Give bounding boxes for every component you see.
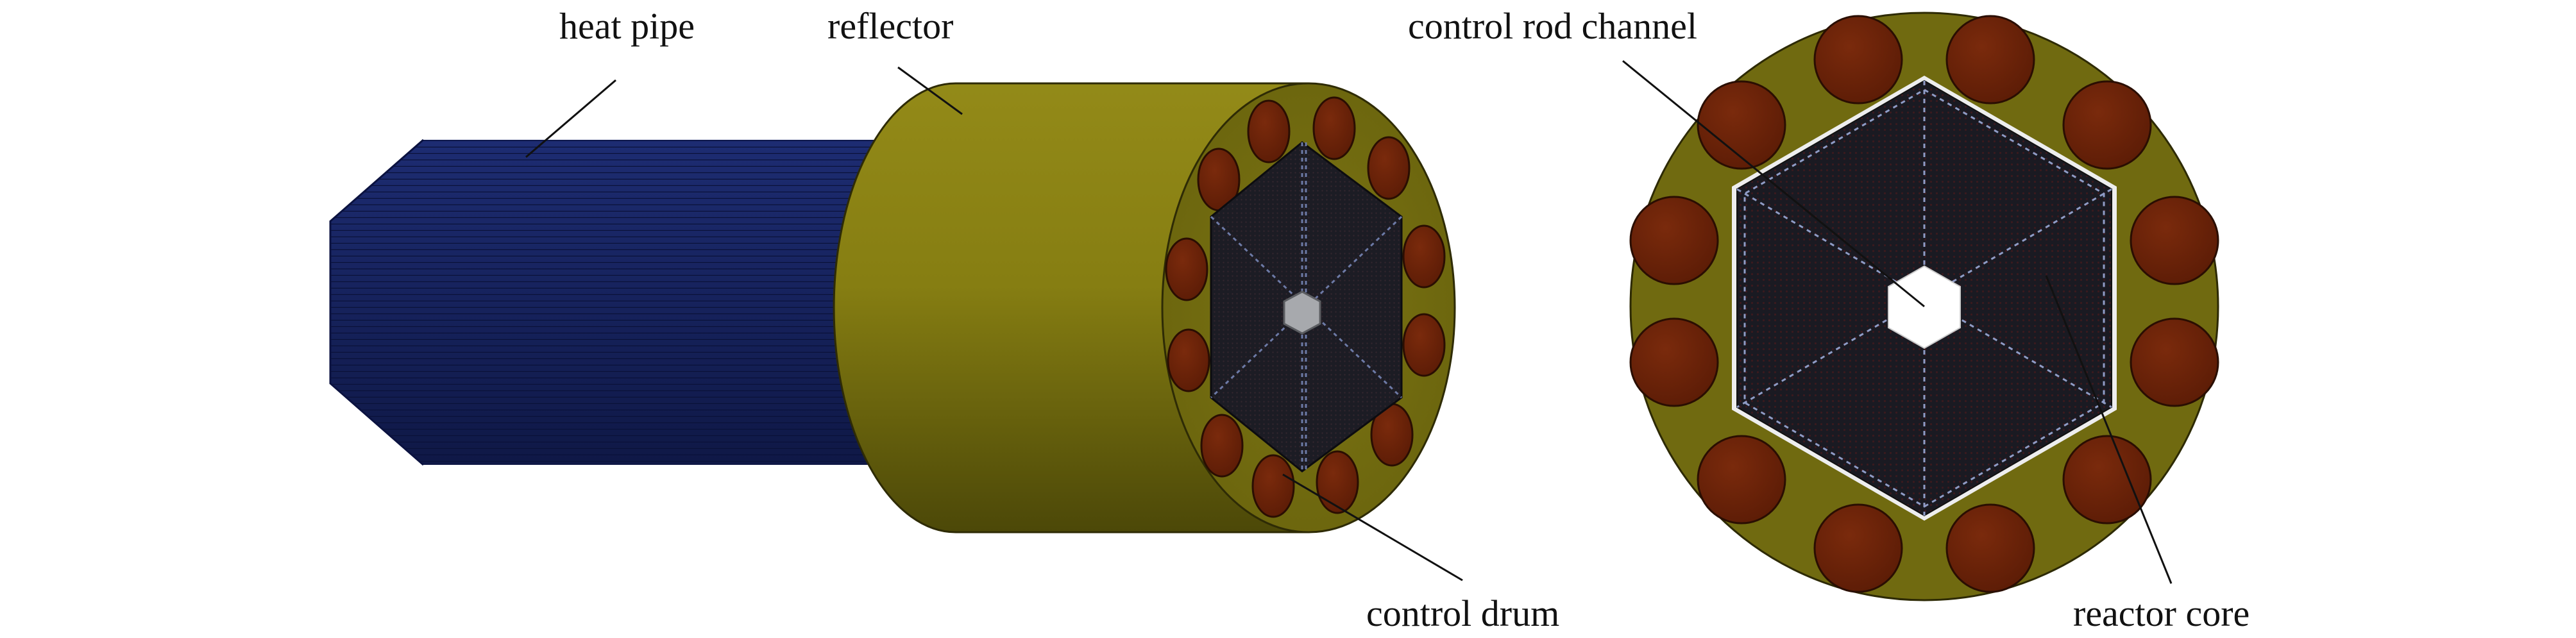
control-drum-3d bbox=[1200, 414, 1244, 478]
control-drum bbox=[1945, 15, 2035, 105]
control-drum-3d bbox=[1312, 96, 1356, 160]
control-drum-3d bbox=[1251, 454, 1295, 518]
control-drum bbox=[1629, 196, 1719, 285]
control-drum bbox=[1945, 503, 2035, 593]
heat-pipe-label: heat pipe bbox=[559, 5, 695, 47]
control-drum bbox=[1629, 317, 1719, 407]
control-drums-section bbox=[1629, 15, 2219, 593]
control-drum-3d bbox=[1167, 328, 1210, 392]
reactor-core-label: reactor core bbox=[2073, 592, 2250, 634]
control-rod-channel-leader bbox=[1622, 60, 1925, 308]
reflector-label: reflector bbox=[827, 5, 954, 47]
control-drum bbox=[1697, 435, 1786, 525]
heat-pipe-leader bbox=[525, 79, 616, 158]
control-drum-label: control drum bbox=[1366, 592, 1560, 634]
control-drum bbox=[2062, 80, 2152, 170]
control-drum bbox=[2130, 196, 2219, 285]
reactor-core-section bbox=[1732, 76, 2117, 521]
control-drum bbox=[2062, 435, 2152, 525]
control-rod-channel-3d bbox=[1283, 290, 1321, 335]
leader-lines bbox=[525, 60, 2173, 584]
control-drum bbox=[2130, 317, 2219, 407]
control-drum-3d bbox=[1402, 313, 1446, 377]
reactor-core-3d bbox=[1210, 141, 1403, 473]
control-drum-3d bbox=[1316, 450, 1359, 514]
control-rod-channel bbox=[1888, 265, 1961, 349]
control-drum-3d bbox=[1367, 136, 1411, 200]
control-drum bbox=[1813, 503, 1903, 593]
control-drum-3d bbox=[1165, 237, 1208, 301]
control-drum-3d bbox=[1247, 99, 1291, 164]
control-drum-leader bbox=[1282, 473, 1463, 582]
reflector-leader bbox=[897, 66, 963, 115]
control-drum-3d bbox=[1402, 224, 1446, 289]
control-drum bbox=[1813, 15, 1903, 105]
control-drum bbox=[1697, 80, 1786, 170]
control-drums-3d bbox=[1165, 96, 1446, 518]
heat-pipe-bundle bbox=[329, 139, 885, 466]
control-rod-channel-label: control rod channel bbox=[1408, 5, 1697, 47]
reactor-core-leader bbox=[2045, 275, 2173, 584]
